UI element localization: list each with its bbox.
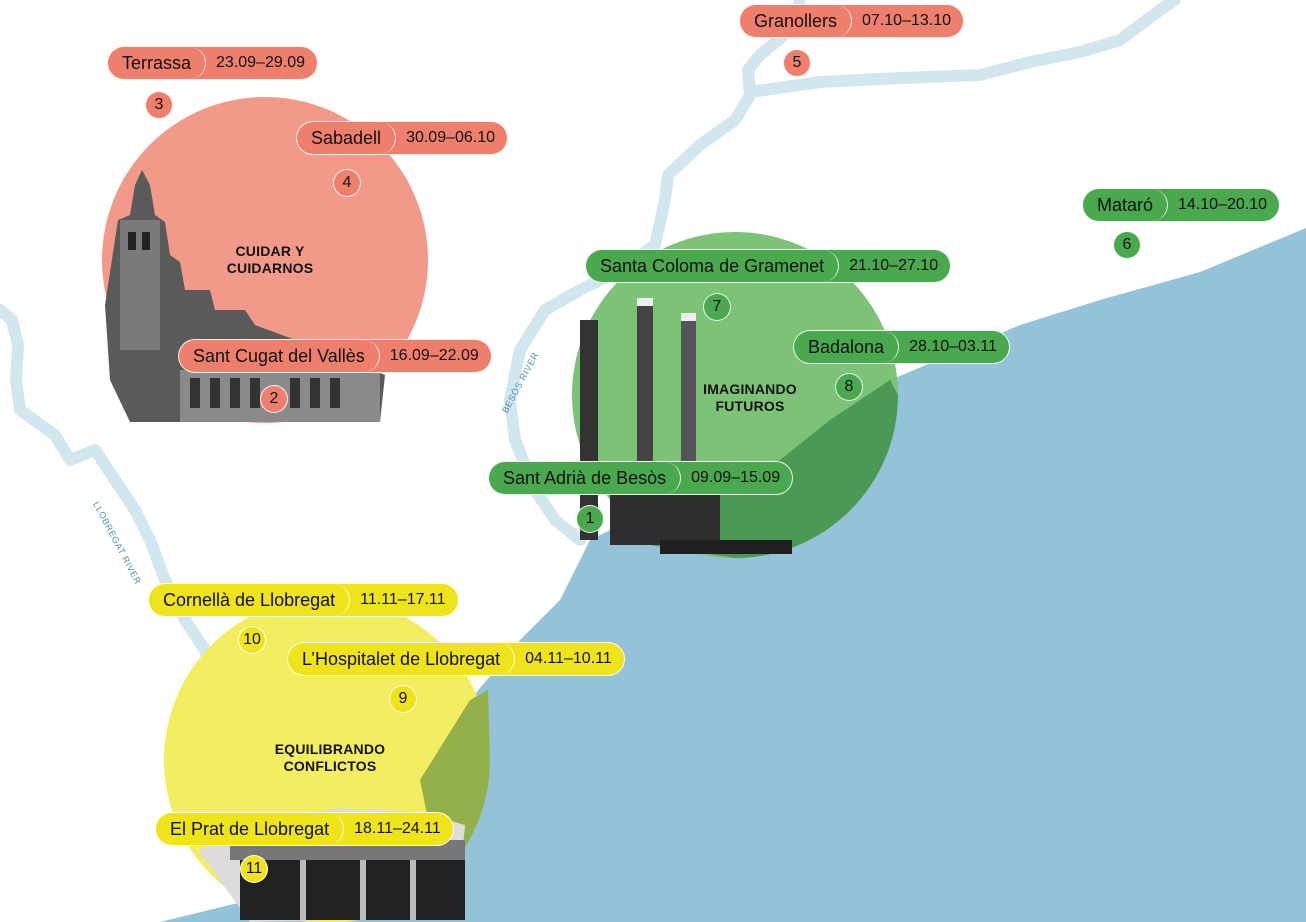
stop-pill[interactable]: Badalona 28.10–03.11 (793, 330, 1010, 364)
stop-dates: 21.10–27.10 (849, 257, 939, 274)
stop-pill[interactable]: Granollers 07.10–13.10 (739, 4, 965, 38)
stop-number-marker[interactable]: 6 (1113, 231, 1141, 259)
stop-pill[interactable]: Cornellà de Llobregat 11.11–17.11 (148, 583, 459, 617)
stop-dates: 04.11–10.11 (525, 650, 612, 667)
zone-title-green: IMAGINANDO FUTUROS (680, 381, 820, 415)
stop-pill[interactable]: Terrassa 23.09–29.09 (107, 46, 319, 80)
stop-number-marker[interactable]: 5 (783, 49, 811, 77)
stop-city-name: Sabadell (297, 122, 397, 154)
stop-number-marker[interactable]: 1 (576, 505, 604, 533)
river-branch-east (744, 0, 1181, 98)
stop-dates: 16.09–22.09 (389, 347, 479, 364)
zone-title-yellow: EQUILIBRANDO CONFLICTOS (255, 741, 405, 775)
stop-number-marker[interactable]: 3 (145, 91, 173, 119)
stop-city-name: Santa Coloma de Gramenet (586, 250, 840, 282)
stop-city-name: Granollers (740, 5, 853, 37)
stop-city-name: Mataró (1083, 189, 1169, 221)
stop-number-marker[interactable]: 8 (835, 373, 863, 401)
stop-pill[interactable]: Mataró 14.10–20.10 (1082, 188, 1281, 222)
stop-city-name: Cornellà de Llobregat (149, 584, 351, 616)
stop-dates: 09.09–15.09 (691, 469, 781, 486)
stop-number-marker[interactable]: 7 (703, 293, 731, 321)
zone-title-line2: CUIDARNOS (226, 260, 314, 276)
stop-pill[interactable]: Sant Adrià de Besòs 09.09–15.09 (488, 461, 794, 495)
besos-river (504, 0, 806, 546)
stop-dates: 07.10–13.10 (862, 12, 952, 29)
river-label-llobregat: LLOBREGAT RIVER (91, 500, 144, 587)
stop-city-name: El Prat de Llobregat (156, 813, 345, 845)
stop-dates: 14.10–20.10 (1178, 196, 1268, 213)
stop-number-marker[interactable]: 10 (238, 626, 266, 654)
zone-title-line2: CONFLICTOS (283, 758, 377, 774)
zone-title-line1: IMAGINANDO (703, 381, 797, 397)
stop-city-name: Badalona (794, 331, 900, 363)
stop-number-marker[interactable]: 11 (240, 855, 268, 883)
zone-title-line1: EQUILIBRANDO (274, 741, 386, 757)
stop-number-marker[interactable]: 9 (389, 685, 417, 713)
stop-pill[interactable]: Santa Coloma de Gramenet 21.10–27.10 (585, 249, 952, 283)
stop-dates: 23.09–29.09 (216, 54, 306, 71)
stop-city-name: L’Hospitalet de Llobregat (288, 643, 516, 675)
stop-number-marker[interactable]: 4 (333, 169, 361, 197)
zone-title-line2: FUTUROS (715, 398, 785, 414)
stop-pill[interactable]: Sant Cugat del Vallès 16.09–22.09 (178, 339, 492, 373)
stop-city-name: Sant Adrià de Besòs (489, 462, 682, 494)
river-label-besos: BESÒS RIVER (500, 350, 541, 415)
zone-title-red: CUIDAR Y CUIDARNOS (210, 243, 330, 277)
stop-dates: 30.09–06.10 (406, 129, 496, 146)
stop-city-name: Terrassa (108, 47, 207, 79)
stop-pill[interactable]: Sabadell 30.09–06.10 (296, 121, 509, 155)
stop-pill[interactable]: El Prat de Llobregat 18.11–24.11 (155, 812, 454, 846)
zone-title-line1: CUIDAR Y (235, 243, 305, 259)
stop-dates: 11.11–17.11 (360, 591, 446, 608)
stop-dates: 18.11–24.11 (354, 820, 441, 837)
stop-number-marker[interactable]: 2 (260, 385, 288, 413)
stop-dates: 28.10–03.11 (909, 338, 997, 355)
stop-pill[interactable]: L’Hospitalet de Llobregat 04.11–10.11 (287, 642, 625, 676)
stop-city-name: Sant Cugat del Vallès (179, 340, 380, 372)
